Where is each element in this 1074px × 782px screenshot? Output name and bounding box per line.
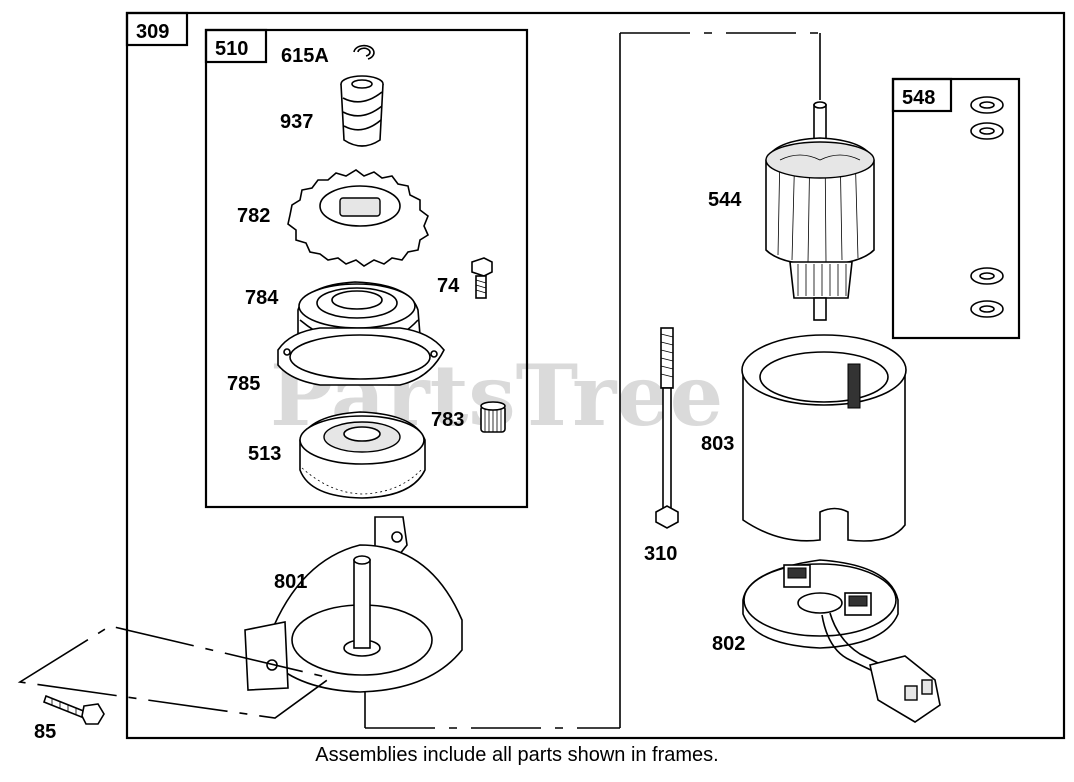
label-74: 74 [437, 275, 460, 297]
frame-309-tag [125, 11, 189, 47]
label-544: 544 [708, 189, 742, 211]
label-615a: 615A [281, 45, 329, 67]
footer-note: Assemblies include all parts shown in fr… [315, 744, 719, 766]
label-784: 784 [245, 287, 279, 309]
part-615a-retaining-clip [353, 44, 375, 60]
label-782: 782 [237, 205, 270, 227]
part-783-pinion-gear [480, 401, 506, 433]
part-548-washers [970, 96, 1004, 318]
part-782-gear [287, 169, 430, 267]
label-513: 513 [248, 443, 281, 465]
assembly-frame-548 [891, 77, 1021, 340]
part-785-gasket [277, 327, 445, 386]
part-513-ring-gear [299, 411, 426, 499]
label-802: 802 [712, 633, 745, 655]
part-544-armature [765, 101, 875, 321]
frame-309-label: 309 [136, 21, 169, 43]
label-783: 783 [431, 409, 464, 431]
part-803-motor-housing [741, 334, 907, 542]
label-937: 937 [280, 111, 313, 133]
part-937-drive-spring [340, 75, 384, 147]
part-85-bolt-group [17, 625, 332, 725]
part-310-through-bolt [655, 327, 679, 529]
part-802-brush-plate [742, 559, 941, 723]
assembly-frame-510 [204, 28, 529, 509]
frame-510-tag [204, 28, 268, 64]
frame-548-tag [891, 77, 953, 113]
assembly-frame-309 [125, 11, 1066, 740]
frame-510-label: 510 [215, 38, 248, 60]
part-801-end-cap [244, 516, 463, 693]
label-803: 803 [701, 433, 734, 455]
part-74-screw [471, 257, 493, 299]
label-801: 801 [274, 571, 307, 593]
label-85: 85 [34, 721, 56, 743]
label-310: 310 [644, 543, 677, 565]
label-785: 785 [227, 373, 260, 395]
frame-548-label: 548 [902, 87, 935, 109]
